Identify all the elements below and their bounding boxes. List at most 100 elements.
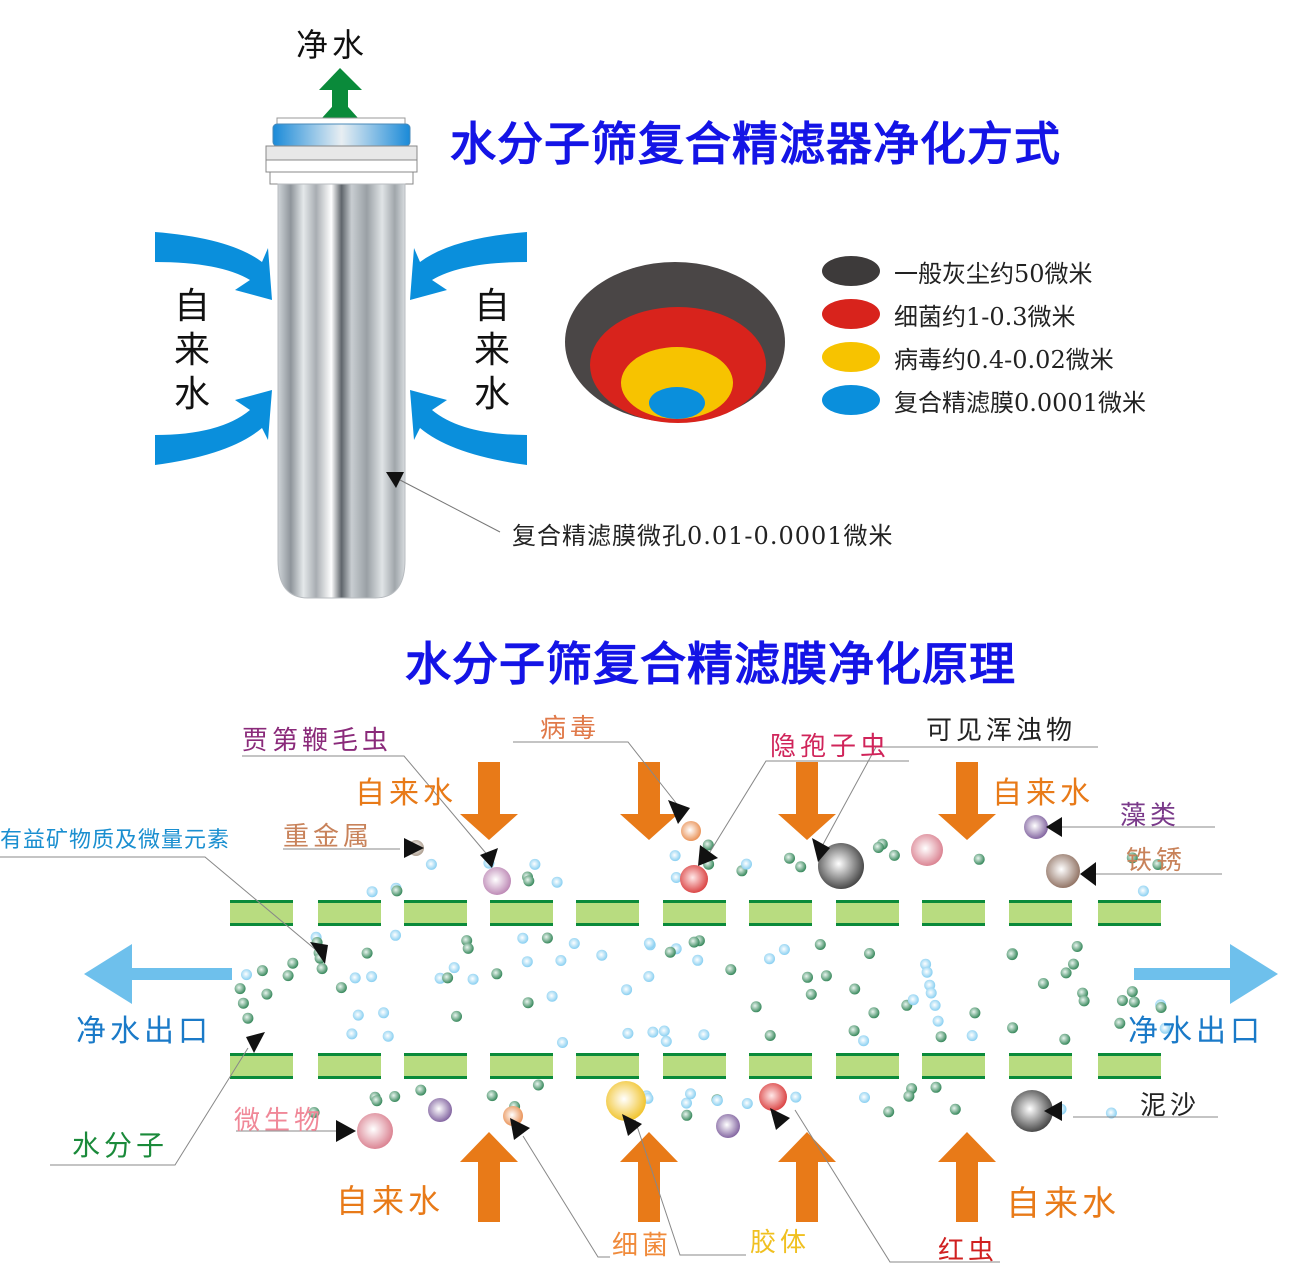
mineral-molecule <box>1155 1002 1167 1013</box>
pointer-icon <box>622 1114 642 1136</box>
water-molecule <box>621 984 633 996</box>
water-molecule <box>932 1015 944 1027</box>
water-molecule <box>643 971 655 982</box>
mineral-molecule <box>795 861 807 873</box>
mineral-molecule <box>237 997 249 1009</box>
pointer-icon <box>698 845 718 866</box>
water-molecule <box>966 1030 978 1042</box>
membrane-segment <box>1098 1053 1161 1079</box>
membrane-segment <box>922 900 985 926</box>
pointer-icon <box>668 800 690 824</box>
mineral-molecule <box>287 957 299 969</box>
label-bacteria: 细菌 <box>612 1231 673 1261</box>
down-arrow-icon <box>620 762 678 840</box>
water-molecule <box>790 1091 802 1103</box>
mineral-molecule <box>750 1001 762 1013</box>
mineral-molecule <box>389 1091 401 1102</box>
water-molecule <box>658 1025 670 1037</box>
water-molecule <box>352 1009 364 1021</box>
water-molecule <box>764 953 775 965</box>
water-molecule <box>647 1026 659 1038</box>
mineral-molecule <box>316 963 328 975</box>
inflow-arrow-icon <box>155 232 272 300</box>
water-molecule <box>741 858 752 870</box>
outlet-label: 净水 <box>296 26 369 64</box>
pink-ball <box>911 834 943 866</box>
mineral-molecule <box>1007 1022 1019 1034</box>
mineral-molecule <box>802 971 813 983</box>
mineral-molecule <box>361 947 373 959</box>
up-arrow-icon <box>620 1132 678 1222</box>
water-molecule <box>349 972 361 984</box>
mineral-molecule <box>864 948 875 959</box>
tap-water-arrows-top <box>460 762 996 840</box>
mineral-molecule <box>1152 859 1164 870</box>
membrane-segment <box>1098 900 1161 926</box>
mineral-molecule <box>888 849 900 861</box>
pointer-icon <box>310 942 328 964</box>
leader-lines <box>0 741 1222 1263</box>
legend-item: 复合精滤膜0.0001微米 <box>822 383 1146 417</box>
mineral-molecule <box>1126 986 1138 998</box>
mineral-molecule <box>541 932 553 944</box>
water-molecule <box>622 1027 634 1039</box>
membrane-segment <box>318 900 381 926</box>
outlet-left-arrow-icon <box>84 944 232 1004</box>
mineral-molecule <box>335 982 347 994</box>
filter-cartridge <box>265 117 418 599</box>
membrane-segment <box>490 900 553 926</box>
membrane-segment <box>836 1053 899 1079</box>
water-molecule <box>921 966 933 978</box>
mineral-molecule <box>522 997 534 1009</box>
membrane-segment <box>749 900 812 926</box>
mineral-molecule <box>234 983 246 995</box>
label-virus: 病毒 <box>540 714 601 744</box>
label-red-worm: 红虫 <box>938 1236 999 1266</box>
pointer-icon <box>480 848 498 868</box>
label-microorganism: 微生物 <box>234 1106 325 1136</box>
mineral-molecule <box>1006 949 1018 961</box>
tap-water-arrows-bottom <box>460 1132 996 1222</box>
rust-ball <box>1046 854 1080 888</box>
mineral-molecule <box>868 1007 880 1019</box>
mineral-molecule <box>805 988 817 1000</box>
membrane-segment <box>404 1053 467 1079</box>
mineral-molecule <box>442 972 454 984</box>
membrane-segment <box>576 900 639 926</box>
water-molecule <box>907 994 919 1006</box>
label-cryptosporidium: 隐孢子虫 <box>770 732 891 762</box>
inflow-arrow-icon <box>410 390 527 465</box>
tap-water-label: 自来水 <box>992 776 1094 811</box>
water-molecule <box>692 954 704 966</box>
mineral-molecule <box>935 1031 947 1043</box>
cryptosporidium-ball <box>680 865 708 893</box>
water-molecule <box>858 1035 870 1047</box>
water-molecule <box>467 973 479 985</box>
inflow-arrow-icon <box>410 232 527 300</box>
mineral-molecule <box>930 1081 942 1093</box>
water-molecule <box>660 1035 672 1047</box>
water-molecule <box>1137 885 1149 897</box>
membrane-segment <box>404 900 467 926</box>
label-heavy-metal: 重金属 <box>283 822 374 852</box>
up-arrow-icon <box>778 1132 836 1222</box>
pointer-icon <box>1080 862 1096 886</box>
label-minerals: 有益矿物质及微量元素 <box>0 828 231 853</box>
down-arrow-icon <box>778 762 836 840</box>
membrane-segment <box>1009 900 1072 926</box>
mineral-molecule <box>814 939 826 950</box>
membrane-segment <box>1009 1053 1072 1079</box>
water-molecule <box>685 1088 696 1100</box>
water-molecule <box>1159 1022 1171 1034</box>
label-visible-turbidity: 可见浑浊物 <box>926 716 1077 746</box>
pointer-icon <box>404 838 424 858</box>
mineral-molecule <box>764 1030 776 1041</box>
water-molecule <box>670 872 682 883</box>
membrane-segment <box>318 1053 381 1079</box>
mineral-molecule <box>308 1107 320 1118</box>
water-molecule <box>529 858 541 870</box>
label-giardia: 贾第鞭毛虫 <box>242 726 393 756</box>
water-molecule <box>859 1092 870 1103</box>
membrane-segment <box>576 1053 639 1079</box>
mineral-molecule <box>415 1084 427 1096</box>
